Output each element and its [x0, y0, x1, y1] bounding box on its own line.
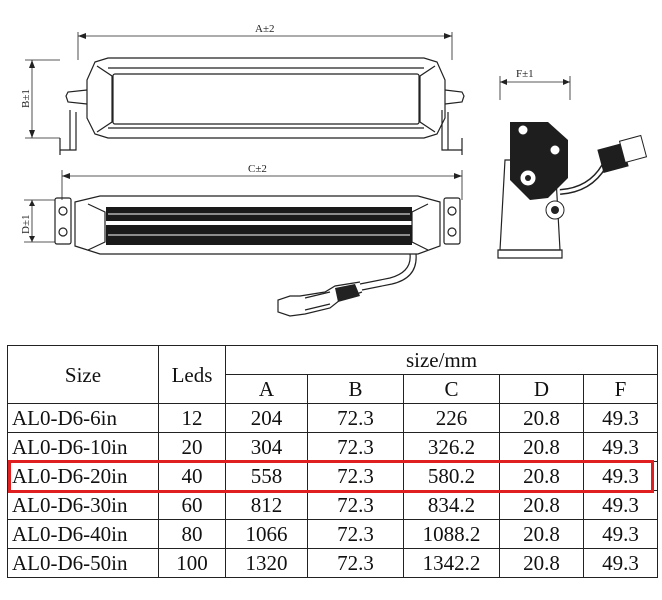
c-cell: 326.2	[403, 432, 500, 462]
col-b-header: B	[307, 374, 404, 404]
dim-f-label: F±1	[516, 68, 534, 80]
size-header: Size	[7, 345, 159, 404]
table-row: AL0-D6-50in 100 1320 72.3 1342.2 20.8 49…	[7, 548, 659, 578]
connector-icon	[335, 284, 360, 302]
a-cell: 304	[225, 432, 308, 462]
side-connector	[597, 143, 629, 173]
table-row: AL0-D6-30in 60 812 72.3 834.2 20.8 49.3	[7, 490, 659, 520]
a-cell: 812	[225, 490, 308, 520]
table-row: AL0-D6-10in 20 304 72.3 326.2 20.8 49.3	[7, 432, 659, 462]
c-cell: 834.2	[403, 490, 500, 520]
leds-cell: 12	[158, 403, 226, 433]
a-cell: 204	[225, 403, 308, 433]
b-cell: 72.3	[307, 461, 404, 491]
b-cell: 72.3	[307, 432, 404, 462]
b-cell: 72.3	[307, 490, 404, 520]
d-cell: 20.8	[499, 490, 584, 520]
a-cell: 1066	[225, 519, 308, 549]
d-cell: 20.8	[499, 548, 584, 578]
c-cell: 580.2	[403, 461, 500, 491]
col-c-header: C	[403, 374, 500, 404]
size-cell: AL0-D6-6in	[7, 403, 159, 433]
technical-drawing: A±2 B±1 C±2 D±1	[20, 23, 648, 317]
f-cell: 49.3	[582, 548, 659, 578]
size-cell: AL0-D6-30in	[7, 490, 159, 520]
col-a-header: A	[225, 374, 308, 404]
c-cell: 1342.2	[403, 548, 500, 578]
table-row: AL0-D6-6in 12 204 72.3 226 20.8 49.3	[7, 403, 659, 433]
f-cell: 49.3	[582, 403, 659, 433]
b-cell: 72.3	[307, 519, 404, 549]
size-cell: AL0-D6-10in	[7, 432, 159, 462]
leds-cell: 40	[158, 461, 226, 491]
b-cell: 72.3	[307, 548, 404, 578]
spec-table: Size Leds size/mm A B C D F AL0-D6-6in 1…	[7, 345, 659, 578]
leds-cell: 60	[158, 490, 226, 520]
leds-cell: 100	[158, 548, 226, 578]
b-cell: 72.3	[307, 403, 404, 433]
unit-header: size/mm	[224, 345, 659, 375]
f-cell: 49.3	[582, 519, 659, 549]
dim-a-label: A±2	[255, 23, 274, 35]
d-cell: 20.8	[499, 519, 584, 549]
f-cell: 49.3	[582, 461, 659, 491]
power-cable	[277, 253, 417, 317]
d-cell: 20.8	[499, 403, 584, 433]
side-housing	[510, 122, 568, 200]
size-cell: AL0-D6-50in	[7, 548, 159, 578]
c-cell: 226	[403, 403, 500, 433]
leds-cell: 20	[158, 432, 226, 462]
col-f-header: F	[582, 374, 659, 404]
dim-c-label: C±2	[248, 163, 267, 175]
size-cell: AL0-D6-20in	[7, 461, 159, 491]
leds-cell: 80	[158, 519, 226, 549]
c-cell: 1088.2	[403, 519, 500, 549]
d-cell: 20.8	[499, 461, 584, 491]
leds-header: Leds	[158, 345, 226, 404]
table-row: AL0-D6-40in 80 1066 72.3 1088.2 20.8 49.…	[7, 519, 659, 549]
a-cell: 1320	[225, 548, 308, 578]
a-cell: 558	[225, 461, 308, 491]
top-view	[25, 32, 465, 155]
dim-d-label: D±1	[20, 215, 32, 234]
col-d-header: D	[499, 374, 584, 404]
table-row-highlighted: AL0-D6-20in 40 558 72.3 580.2 20.8 49.3	[7, 461, 659, 491]
f-cell: 49.3	[582, 432, 659, 462]
d-cell: 20.8	[499, 432, 584, 462]
front-view	[24, 170, 463, 255]
dim-b-label: B±1	[20, 89, 32, 108]
f-cell: 49.3	[582, 490, 659, 520]
size-cell: AL0-D6-40in	[7, 519, 159, 549]
